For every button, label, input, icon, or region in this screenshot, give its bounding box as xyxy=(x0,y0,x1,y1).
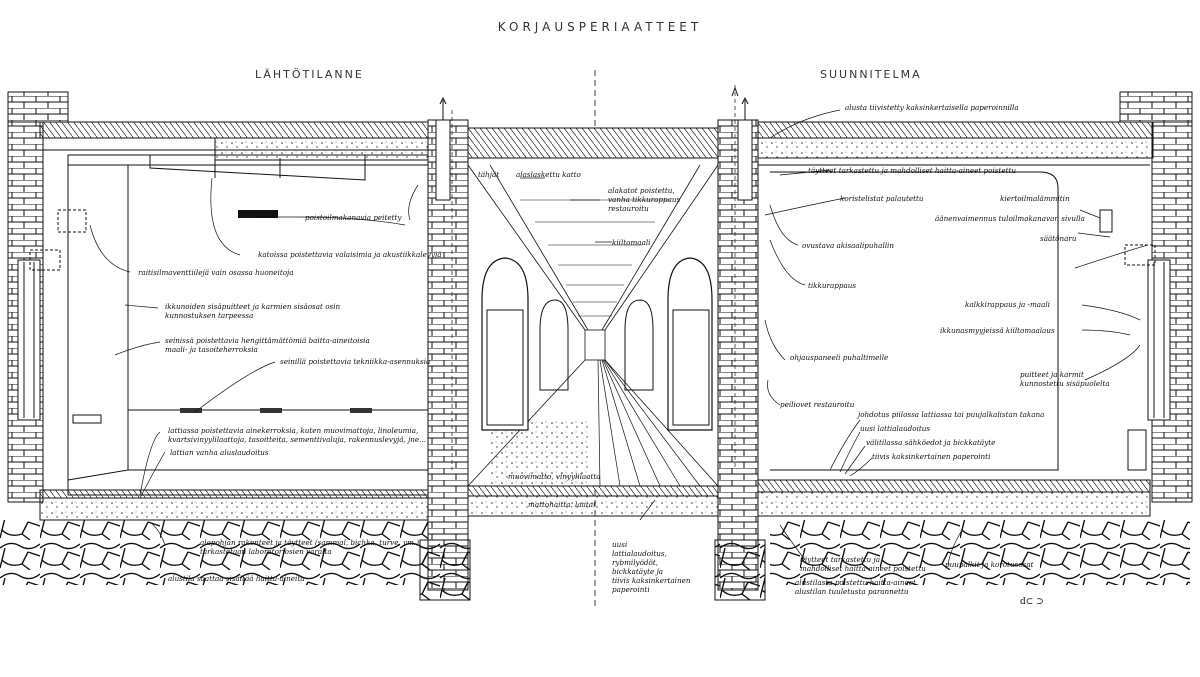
note-r18: täytteet tarkastettu ja xyxy=(800,555,880,564)
note-r0: alusta tiivistetty kaksinkertaisella pap… xyxy=(845,103,1019,112)
note-r21: alustilasta poistettu haitta-aineet xyxy=(795,578,916,587)
note-r20: puupalkit ja korotusosat xyxy=(945,560,1034,569)
note-r15: uusi lattialaudoitus xyxy=(860,424,931,433)
note-c0: tähjät xyxy=(478,170,500,179)
note-l1: katoissa poistettavia valaisimia ja akus… xyxy=(258,250,442,259)
note-l8: lattiassa poistettavia ainekerroksia, ku… xyxy=(168,426,419,435)
note-l7: seinillä poistettavia tekniikka-asennuks… xyxy=(280,357,431,366)
note-r6: ovustava akisaalipuhallin xyxy=(802,241,894,250)
note-l2: raitisilmaventtiilejä vain osassa huonei… xyxy=(138,268,294,277)
note-l5: seinissä poistettavia hengittämättömiä b… xyxy=(165,336,370,345)
note-l3: ikkunoiden sisäpuitteet ja karmien sisäo… xyxy=(165,302,341,311)
note-l10: lattian vanha alus­laudoitus xyxy=(170,448,269,457)
note-c13: paperointi xyxy=(612,585,650,594)
note-r17: tiivis kaksinkertainen paperointi xyxy=(872,452,991,461)
note-r19: mahdolliset haitta-aineet poistettu xyxy=(800,564,926,573)
left-panel-title: LÄHTÖTILANNE xyxy=(255,68,364,81)
note-c9: lattialaudoitus, xyxy=(612,549,667,558)
note-r14: johdotus piilossa lattiassa tai puujalka… xyxy=(858,410,1045,419)
note-r11: puitteet ja karmit xyxy=(1020,370,1084,379)
note-r3: kiertoilmalämmitin xyxy=(1000,194,1070,203)
note-l13: alustila saattaa sisältää haitta-aineita xyxy=(168,574,305,583)
note-c8: uusi xyxy=(612,540,628,549)
note-c10: rybmilyödöt, xyxy=(612,558,658,567)
note-l0: poistoilmakanavia peitetty xyxy=(305,213,402,222)
svg-text:d⊂ ⊃: d⊂ ⊃ xyxy=(1020,597,1044,607)
note-r8: kalkkirappaus ja -maali xyxy=(965,300,1050,309)
note-l12: tarkastetaan laboratoriosien varalta xyxy=(200,547,332,556)
note-c3: vanha tikkurappaus xyxy=(608,195,681,204)
note-c11: bickkatäyte ja xyxy=(612,567,664,576)
light-fixture-icon xyxy=(238,210,278,218)
note-c6: muovimatto, vinyylilaatta xyxy=(508,472,601,481)
note-c5: kiiltomaali xyxy=(612,238,651,247)
note-r12: kunnostettu sisäpuolelta xyxy=(1020,379,1110,388)
note-l4: kunnostuksen tarpeessa xyxy=(165,311,254,320)
note-c2: alakatot poistettu, xyxy=(608,186,675,195)
note-r13: peiliovet restauroitu xyxy=(780,400,855,409)
note-l9: kvartsivinyylilaattoja, tasoitteita, sem… xyxy=(168,435,427,444)
note-r7: tikkurappaus xyxy=(808,281,857,290)
note-c1: alaslaskettu katto xyxy=(516,170,581,179)
note-l11: alapohjan rakenteet ja täytteet (sammal,… xyxy=(200,538,419,547)
note-c12: tiivis kaksinkertainen xyxy=(612,576,691,585)
note-l6: maali- ja tasoiteherroksia xyxy=(165,345,258,354)
note-r16: välitilassa sähköedot ja bickkatäyte xyxy=(866,438,996,447)
note-r5: säätönaru xyxy=(1040,234,1077,243)
note-r10: ohjauspaneeli puhaltimelle xyxy=(790,353,889,362)
right-panel-title: SUUNNITELMA xyxy=(820,68,922,81)
note-r9: ikkunasmyyjeissä kiiltomaalaus xyxy=(940,326,1055,335)
note-r2: koristelistat palautettu xyxy=(840,194,924,203)
note-r22: alustilan tuuletusta parannettu xyxy=(795,587,909,596)
note-c7: mattohaitta, laatat xyxy=(528,500,596,509)
note-r1: täytteet tarkastettu ja mahdolliset hait… xyxy=(808,166,1016,175)
note-c4: restauroitu xyxy=(608,204,649,213)
drawing-title: KORJAUSPERIAATTEET xyxy=(497,20,703,34)
note-r4: äänenvaimennus tuloilmakanavan sivulla xyxy=(935,214,1085,223)
